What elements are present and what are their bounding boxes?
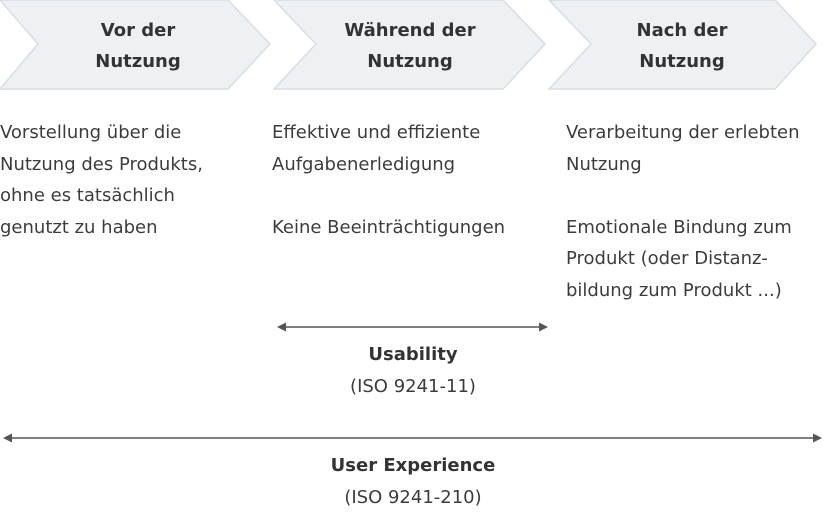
phase-label-after: Nach der Nutzung <box>582 14 782 78</box>
usability-range-line <box>277 322 548 332</box>
phase-after-line2: Nutzung <box>639 51 725 72</box>
ux-range-line <box>3 433 822 443</box>
description-after-text-1: Verarbeitung der erlebten Nutzung <box>566 122 800 175</box>
usability-standard: (ISO 9241-11) <box>350 376 476 397</box>
phase-after-line1: Nach der <box>636 20 728 41</box>
phase-chevron-during <box>272 0 547 90</box>
description-during-text-2: Keine Beeinträchtigungen <box>272 216 506 238</box>
description-during-text-1: Effektive und effiziente Aufgabenerledig… <box>272 122 481 175</box>
description-before: Vorstellung über die Nutzung des Produkt… <box>0 117 240 243</box>
description-after-text-2: Emotionale Bindung zum Produkt (oder Dis… <box>566 216 792 301</box>
phase-label-during: Während der Nutzung <box>310 14 510 78</box>
description-during: Effektive und effiziente Aufgabenerledig… <box>272 117 544 243</box>
phase-during-line1: Während der <box>344 20 476 41</box>
phase-chevron-before <box>0 0 272 90</box>
phase-chevron-after <box>547 0 818 90</box>
usability-arrow-left <box>277 322 286 332</box>
description-after: Verarbeitung der erlebten Nutzung Emotio… <box>566 117 824 306</box>
phase-before-line2: Nutzung <box>95 51 181 72</box>
ux-arrow-right <box>813 433 822 443</box>
phase-during-line2: Nutzung <box>367 51 453 72</box>
description-before-text: Vorstellung über die Nutzung des Produkt… <box>0 122 203 238</box>
usability-title: Usability <box>368 344 458 365</box>
ux-standard: (ISO 9241-210) <box>344 487 482 508</box>
ux-title: User Experience <box>330 455 496 476</box>
ux-arrow-left <box>3 433 12 443</box>
phase-label-before: Vor der Nutzung <box>38 14 238 78</box>
phase-before-line1: Vor der <box>100 20 176 41</box>
usability-arrow-right <box>539 322 548 332</box>
